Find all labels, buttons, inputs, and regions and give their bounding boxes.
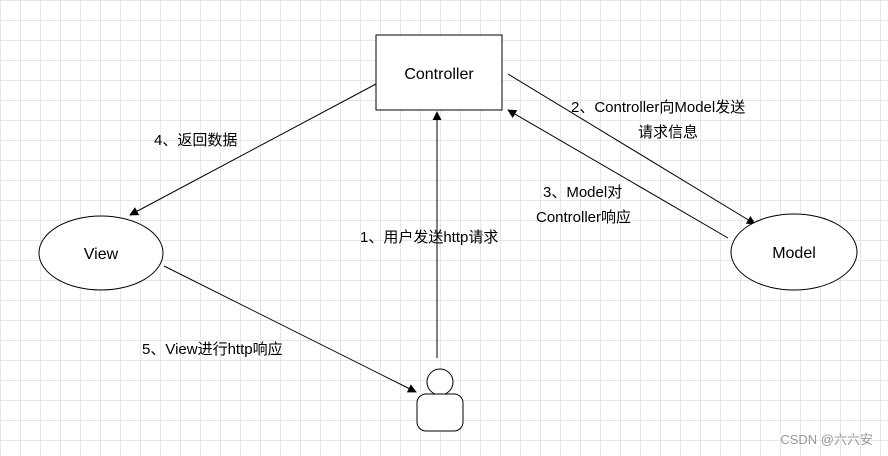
controller-node: Controller	[375, 34, 503, 111]
edge-label-3-line1: 3、Model对	[543, 184, 622, 201]
view-node: View	[38, 215, 164, 291]
edge-label-4: 4、返回数据	[154, 132, 237, 149]
edge-label-1: 1、用户发送http请求	[360, 229, 498, 246]
edge-label-2-line1: 2、Controller向Model发送	[571, 99, 745, 116]
edge-label-5: 5、View进行http响应	[142, 340, 283, 358]
edge-label-2-line2: 请求信息	[638, 124, 698, 141]
user-icon	[416, 368, 464, 432]
view-label: View	[84, 246, 119, 263]
edge-model-to-controller	[507, 109, 729, 239]
controller-label: Controller	[404, 66, 474, 83]
watermark: CSDN @六六安	[780, 432, 873, 447]
model-node: Model	[730, 213, 858, 291]
edge-view-to-user	[163, 265, 417, 393]
edge-label-3-line2: Controller响应	[536, 208, 631, 226]
edge-controller-to-model	[507, 73, 756, 225]
edge-controller-to-view	[129, 83, 377, 216]
model-label: Model	[772, 245, 816, 262]
